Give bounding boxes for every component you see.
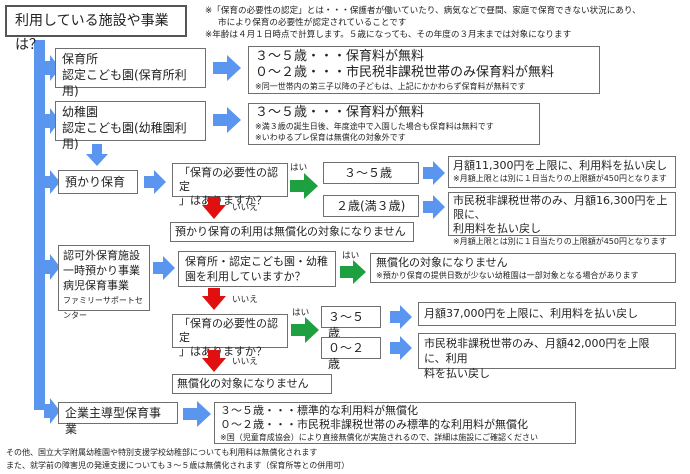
unlicensed-no-label-1: いいえ bbox=[232, 295, 258, 305]
page-title: 利用している施設や事業は？ bbox=[5, 5, 187, 53]
arrow-unlicensed-age-b bbox=[390, 336, 412, 360]
footer-note-2: また、就学前の障害児の発達支援についても３～５歳は無償化されます（保育所等との併… bbox=[6, 461, 350, 470]
unlicensed-no-label-2: いいえ bbox=[232, 357, 258, 367]
azukari-no-label: いいえ bbox=[232, 203, 258, 213]
unlicensed-question-1: 保育所・認定こども園・幼稚 園を利用していますか？ bbox=[178, 251, 336, 287]
arrow-to-azukari bbox=[44, 170, 60, 194]
kindergarten-result-box: ３～５歳・・・保育料が無料 ※満３歳の誕生日後、年度途中で入園した場合も保育料は… bbox=[248, 103, 540, 145]
header-note-3: ※年齢は４月１日時点で計算します。５歳になっても、その年度の３月末までは対象にな… bbox=[205, 30, 572, 40]
unlicensed-not-covered: 無償化の対象になりません bbox=[172, 374, 332, 394]
arrow-to-nursery bbox=[44, 55, 60, 81]
arrow-unlicensed-age-a bbox=[390, 305, 412, 329]
arrow-azukari-age-b bbox=[423, 195, 445, 219]
azukari-no-arrow bbox=[202, 197, 226, 219]
main-flow-line bbox=[34, 40, 45, 410]
kindergarten-label-box: 幼稚園 認定こども園(幼稚園利用) bbox=[55, 101, 206, 151]
unlicensed-yes-arrow-1 bbox=[340, 260, 366, 284]
unlicensed-yes-label-1: はい bbox=[342, 251, 360, 261]
unlicensed-no-arrow-2 bbox=[202, 350, 226, 372]
unlicensed-yes-label-2: はい bbox=[292, 308, 310, 318]
azukari-yes-label: はい bbox=[290, 163, 308, 173]
corporate-label-box: 企業主導型保育事業 bbox=[58, 402, 178, 436]
azukari-result-b: 市民税非課税世帯のみ、月額16,300円を上限に、 利用料を払い戻し ※月額上限… bbox=[448, 192, 676, 246]
arrow-corporate-result bbox=[183, 401, 211, 427]
arrow-to-corporate bbox=[44, 398, 60, 424]
arrow-to-kindergarten bbox=[44, 108, 60, 134]
azukari-age-2: ２歳(満３歳) bbox=[323, 195, 419, 217]
arrow-to-unlicensed bbox=[44, 254, 60, 280]
azukari-age-3to5: ３～５歳 bbox=[323, 162, 419, 184]
nursery-label-box: 保育所 認定こども園(保育所利用) bbox=[55, 48, 206, 98]
unlicensed-age-0to2: ０～２歳 bbox=[321, 337, 381, 371]
unlicensed-question-2: 「保育の必要性の認定 」はありますか？ bbox=[172, 314, 288, 358]
header-note-2: 市により保育の必要性が認定されていることです bbox=[218, 18, 407, 28]
unlicensed-label-box: 認可外保育施設 一時預かり事業 病児保育事業 ファミリーサポートセンター bbox=[58, 245, 150, 320]
unlicensed-age-3to5: ３～５歳 bbox=[321, 306, 381, 340]
azukari-question-box: 「保育の必要性の認定 」はありますか？ bbox=[172, 163, 288, 207]
azukari-yes-arrow bbox=[290, 173, 318, 199]
azukari-result-a: 月額11,300円を上限に、利用料を払い戻し ※月額上限とは別に１日当たりの上限… bbox=[448, 156, 676, 188]
unlicensed-yes-arrow-2 bbox=[291, 317, 319, 343]
unlicensed-result-a: 月額37,000円を上限に、利用料を払い戻し bbox=[418, 302, 676, 326]
header-note-1: ※「保育の必要性の認定」とは・・・保護者が働いていたり、病気などで昼間、家庭で保… bbox=[205, 6, 641, 16]
arrow-kindergarten-result bbox=[213, 107, 241, 133]
azukari-not-covered: 預かり保育の利用は無償化の対象になりません bbox=[170, 222, 414, 242]
unlicensed-no-arrow-1 bbox=[202, 288, 226, 310]
arrow-down-azukari bbox=[86, 144, 108, 166]
arrow-nursery-result bbox=[213, 55, 241, 81]
arrow-azukari-question bbox=[144, 170, 166, 194]
corporate-result-box: ３～５歳・・・標準的な利用料が無償化 ０～２歳・・・市民税非課税世帯のみ標準的な… bbox=[214, 402, 576, 444]
unlicensed-result-1: 無償化の対象になりません ※預かり保育の提供日数が少ない幼稚園は一部対象となる場… bbox=[370, 253, 676, 283]
nursery-result-box: ３～５歳・・・保育料が無料 ０～２歳・・・市民税非課税世帯のみ保育料が無料 ※同… bbox=[248, 46, 600, 94]
unlicensed-result-b: 市民税非課税世帯のみ、月額42,000円を上限に、利用 料を払い戻し bbox=[418, 333, 676, 380]
arrow-azukari-age-a bbox=[423, 161, 445, 185]
azukari-label-box: 預かり保育 bbox=[58, 170, 138, 194]
arrow-unlicensed-question bbox=[153, 256, 175, 280]
footer-note-1: その他、国立大学附属幼稚園や特別支援学校幼稚部についても利用料は無償化されます bbox=[6, 448, 318, 457]
